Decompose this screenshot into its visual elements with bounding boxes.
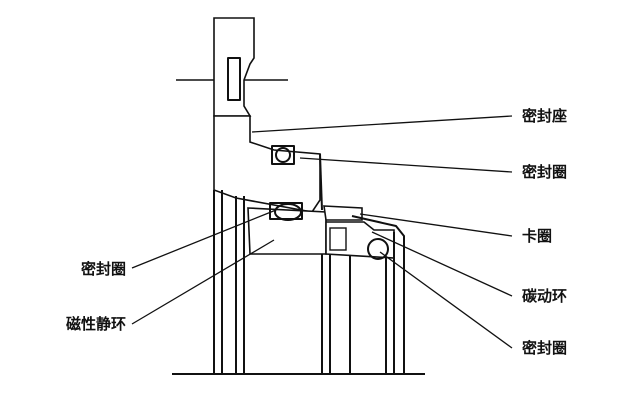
leader-seal-seat [251,115,513,133]
label-seal-seat: 密封座 [522,107,567,125]
label-carbon-moving-ring: 碳动环 [522,287,567,305]
leader-seal-ring-upper [299,157,513,173]
label-seal-ring-left: 密封圈 [81,260,126,278]
upper-oring [275,147,291,163]
upper-oring-groove [271,145,295,165]
label-magnetic-static-ring: 磁性静环 [66,315,126,333]
carbon-moving-ring [325,221,395,259]
seal-seat-upper-flange [213,17,255,117]
seal-seat-step [319,153,323,211]
leader-seal-ring-lower-right [379,251,513,349]
leader-snap-ring [359,213,513,237]
left-oring [274,203,302,221]
lower-right-oring [367,238,389,260]
leader-carbon-moving-ring [371,231,513,297]
seal-seat-body [213,115,321,213]
leader-seal-ring-left [131,209,277,269]
label-seal-ring-lower-right: 密封圈 [522,339,567,357]
leader-magnetic-static-ring [131,239,275,325]
right-sleeve [351,215,405,374]
label-seal-ring-upper: 密封圈 [522,163,567,181]
flange-slot [227,57,241,101]
magnetic-static-ring [247,207,327,255]
label-snap-ring: 卡圈 [522,227,552,245]
carbon-ring-face [329,227,347,251]
